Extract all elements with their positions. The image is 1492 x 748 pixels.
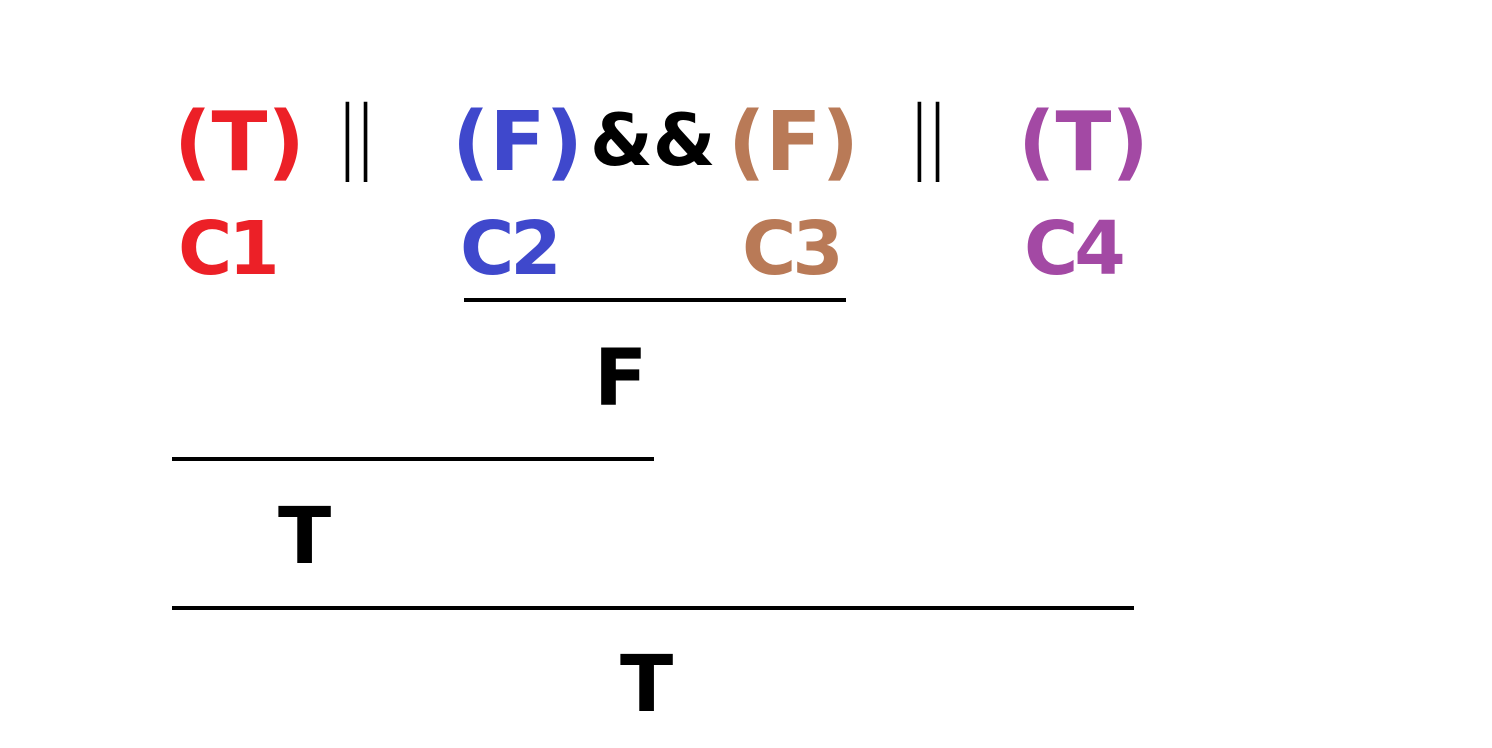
c4-label: C4 [1024,206,1126,292]
c2-value: (F) [452,95,583,190]
c1-value: (T) [174,95,305,190]
c2-label: C2 [460,206,562,292]
c4-value: (T) [1018,95,1149,190]
c3-value: (F) [728,95,859,190]
underline-c1-or-result [172,457,654,461]
result-final: T [620,640,674,730]
result-c2-and-c3: F [594,334,648,424]
underline-final [172,606,1134,610]
or-operator-2: || [912,89,949,182]
underline-c2-and-c3 [464,298,846,302]
c1-label: C1 [178,206,280,292]
or-operator-1: || [340,89,377,182]
result-c1-or: T [278,492,332,582]
c3-label: C3 [742,206,844,292]
and-operator: && [590,98,716,182]
